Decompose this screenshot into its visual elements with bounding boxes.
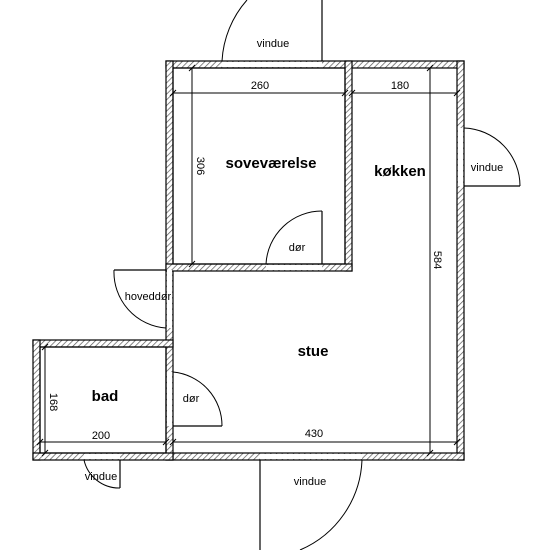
room-label-kitchen: køkken [374, 163, 426, 180]
dim-bedroom-height: 306 [194, 157, 206, 175]
room-label-bath: bad [92, 388, 119, 405]
label-bath-door: dør [183, 393, 200, 405]
label-window-bottom: vindue [294, 476, 326, 488]
dim-bath-width: 200 [92, 430, 110, 442]
label-main-door: hoveddør [125, 291, 172, 303]
dimension-lines [36, 64, 461, 457]
label-window-right: vindue [471, 162, 503, 174]
room-label-bedroom: soveværelse [226, 155, 317, 172]
dim-main-width: 430 [305, 428, 323, 440]
main-walls [165, 60, 465, 461]
label-window-bath: vindue [85, 471, 117, 483]
bedroom-walls [165, 60, 353, 272]
label-window-top: vindue [257, 38, 289, 50]
openings [84, 62, 463, 459]
dim-right-height: 584 [431, 251, 443, 269]
dim-kitchen-width: 180 [391, 80, 409, 92]
label-bedroom-door: dør [289, 242, 306, 254]
swings [83, 0, 521, 550]
dim-bath-height: 168 [47, 393, 59, 411]
room-label-living: stue [298, 343, 329, 360]
dim-bedroom-width: 260 [251, 80, 269, 92]
